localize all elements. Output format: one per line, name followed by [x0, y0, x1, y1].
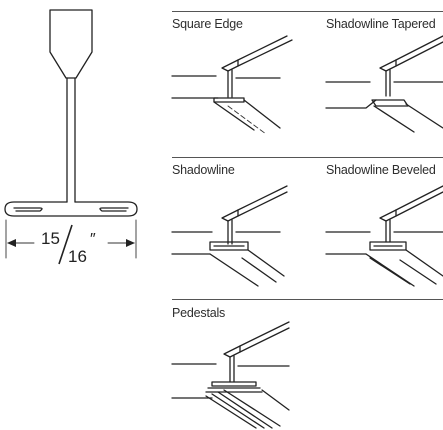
tee-face [213, 97, 245, 103]
ceiling-lines [237, 185, 288, 217]
panel-edge-back [243, 99, 281, 129]
detail-shadowline-tapered [325, 35, 443, 133]
detail-square-edge [171, 35, 293, 135]
section-divider-3 [172, 299, 443, 300]
arrow-right-icon [126, 239, 135, 247]
detail-pedestals [171, 321, 290, 429]
ceiling-lines [239, 321, 290, 353]
tee-face [371, 99, 409, 107]
dimension-inch-mark: ″ [90, 231, 96, 248]
tee-face [211, 381, 257, 387]
panel-edge-back [261, 389, 290, 411]
tee-flange [4, 201, 138, 217]
tee-web-small [385, 219, 391, 243]
detail-shadowline-beveled [325, 185, 443, 287]
panel-left-lines [171, 75, 219, 99]
dimension-numerator: 15 [41, 229, 60, 248]
fraction-slash [58, 224, 73, 265]
section-divider-2 [172, 157, 443, 158]
label-square-edge: Square Edge [172, 17, 243, 31]
pedestal-rails [205, 389, 281, 429]
panel-edge-back [399, 249, 443, 285]
panel-edge-front [365, 253, 415, 287]
left-hem [13, 207, 43, 212]
tee-bulb-small [379, 59, 397, 72]
panel-edge-front [209, 253, 259, 287]
label-shadowline-tapered: Shadowline Tapered [326, 17, 436, 31]
arrow-left-icon [7, 239, 16, 247]
panel-left-lines [325, 81, 377, 109]
tee-bulb-small [379, 209, 397, 222]
panel-edge-back [241, 249, 285, 283]
tee-profile: 15 16 ″ [4, 9, 138, 266]
panel-left-lines [171, 231, 213, 255]
tee-bulb-small [221, 209, 239, 222]
panel-edge-front [373, 105, 415, 133]
panel-edge-front [213, 101, 255, 131]
ceiling-line-upper [395, 35, 443, 61]
tee-bulb-small [223, 345, 241, 358]
panel-left-lines [325, 231, 371, 255]
pedestal-steps [205, 387, 263, 393]
label-pedestals: Pedestals [172, 306, 226, 320]
label-shadowline: Shadowline [172, 163, 235, 177]
ceiling-lines [395, 185, 443, 217]
ceiling-line-upper-2 [237, 39, 293, 67]
tee-bulb [49, 9, 93, 79]
panel-grid-dash [227, 105, 267, 135]
ceiling-line-upper-2 [395, 41, 443, 67]
tee-web-small [227, 69, 233, 98]
panel-left-lines [171, 363, 217, 399]
dimension-denominator: 16 [68, 247, 87, 266]
ceiling-line-upper [237, 35, 288, 61]
section-divider-1 [172, 11, 443, 12]
tee-web-small [385, 69, 391, 97]
right-hem [99, 207, 129, 212]
tee-web-small [227, 219, 233, 245]
tee-bulb-small [221, 59, 239, 72]
tee-web-small [229, 355, 235, 383]
label-shadowline-beveled: Shadowline Beveled [326, 163, 436, 177]
panel-edge-back [405, 103, 443, 129]
detail-shadowline [171, 185, 288, 287]
